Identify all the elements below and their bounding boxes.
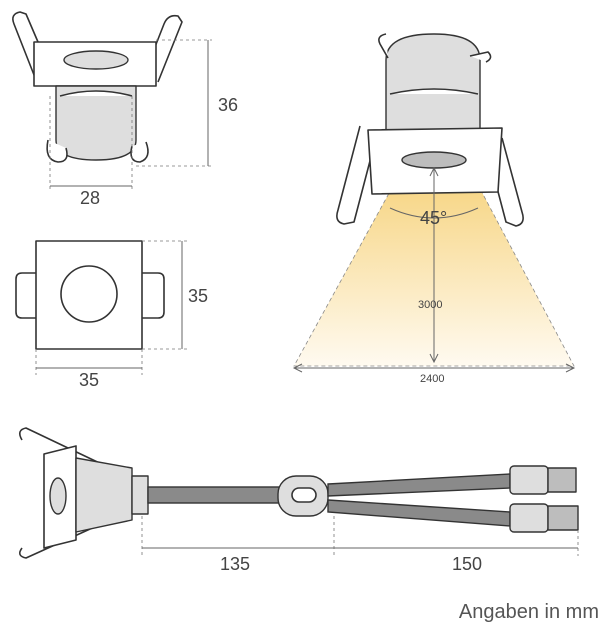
cable-length-1-label: 135: [220, 554, 250, 574]
units-note: Angaben in mm: [458, 601, 599, 623]
beam-distance-label: 3000: [418, 299, 442, 311]
side-view: [12, 11, 212, 192]
top-width-label: 35: [79, 370, 99, 390]
beam-angle-label: 45°: [420, 208, 447, 228]
beam-view: [292, 33, 576, 373]
top-height-label: 35: [188, 286, 208, 306]
side-height-label: 36: [218, 95, 238, 115]
cable-length-2-label: 150: [452, 554, 482, 574]
cable-view: [18, 427, 579, 559]
beam-diameter-label: 2400: [420, 373, 444, 385]
top-view: [15, 240, 188, 375]
side-width-label: 28: [80, 188, 100, 208]
